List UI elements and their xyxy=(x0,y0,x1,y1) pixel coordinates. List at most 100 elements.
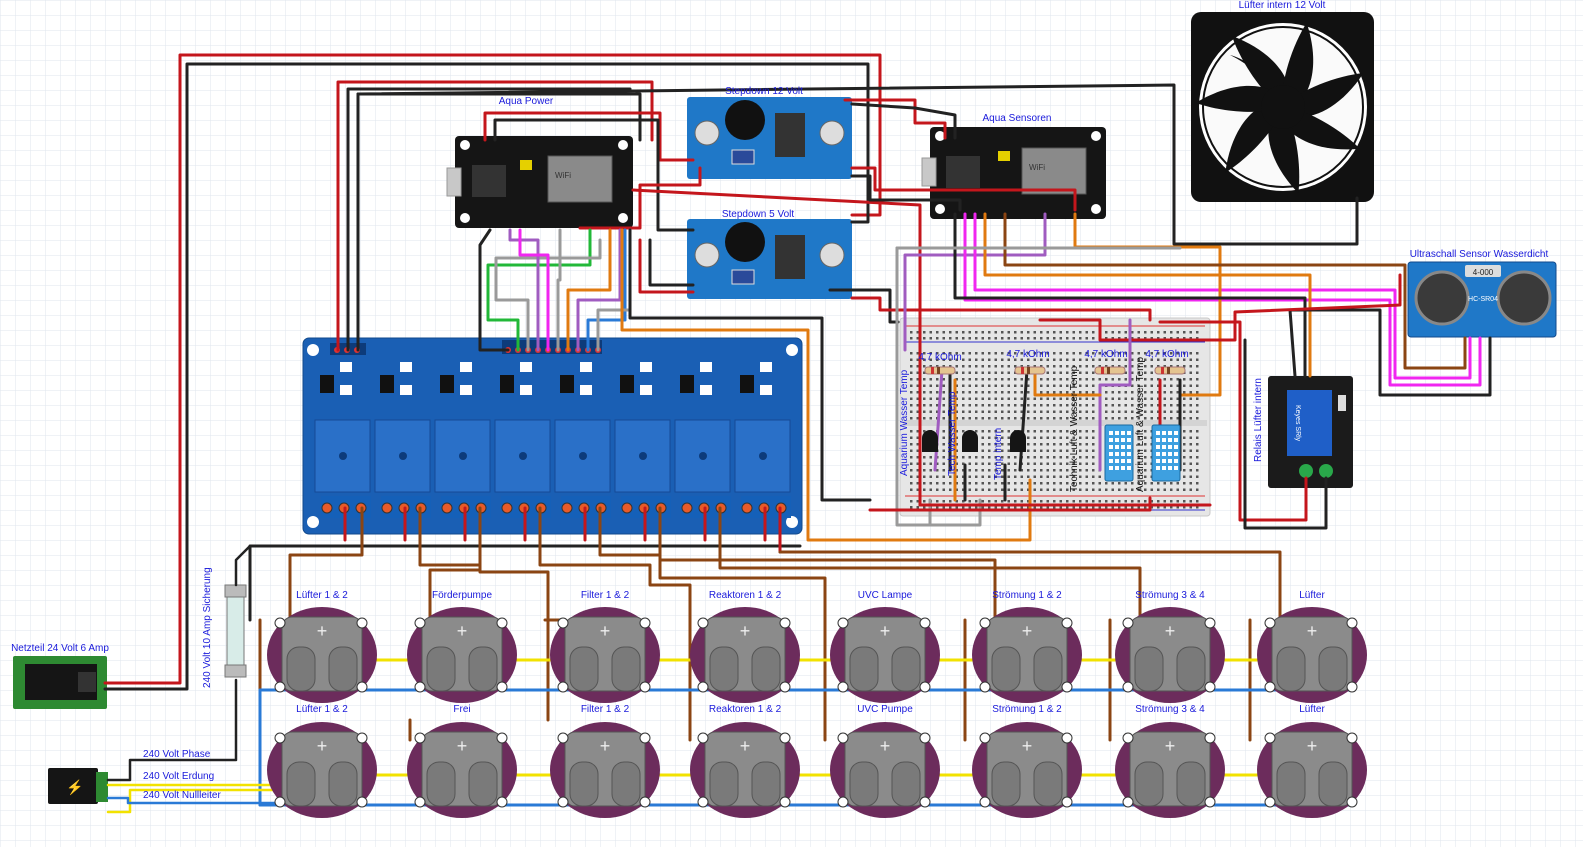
power-socket: + xyxy=(1257,607,1367,703)
wire xyxy=(356,92,642,352)
label-fuse: 240 Volt 10 Amp Sicherung xyxy=(202,567,213,688)
wire xyxy=(953,212,1307,378)
label-erdung: 240 Volt Erdung xyxy=(143,771,214,782)
plus-icon: + xyxy=(317,736,328,756)
socket-label: Lüfter xyxy=(1299,590,1325,601)
wire xyxy=(983,212,1312,378)
svg-text:WiFi: WiFi xyxy=(555,171,571,180)
ultrasonic-chip-label: 4-000 xyxy=(1473,268,1494,277)
wire xyxy=(631,188,922,507)
socket-label: Strömung 1 & 2 xyxy=(992,704,1062,715)
wire xyxy=(1288,308,1492,397)
plus-icon: + xyxy=(1022,736,1033,756)
power-socket: + xyxy=(267,607,377,703)
wire xyxy=(933,368,944,472)
label-resistor-1: 4,7 kOhm xyxy=(918,352,961,363)
power-socket: + xyxy=(550,607,660,703)
power-socket: + xyxy=(1115,722,1225,818)
ultrasonic-sensor-icon xyxy=(1407,261,1557,338)
socket-label: Frei xyxy=(453,704,470,715)
label-stepdown-12v: Stepdown 12 Volt xyxy=(725,86,803,97)
label-netzteil: Netzteil 24 Volt 6 Amp xyxy=(11,643,109,654)
wire xyxy=(850,174,962,212)
power-socket: + xyxy=(550,722,660,818)
wire xyxy=(850,166,1077,212)
power-socket: + xyxy=(690,607,800,703)
wire xyxy=(648,238,695,287)
label-nullleiter: 240 Volt Nullleiter xyxy=(143,790,221,801)
wire xyxy=(628,228,872,502)
mount-hole-icon xyxy=(307,516,319,528)
plus-icon: + xyxy=(600,736,611,756)
plus-icon: + xyxy=(457,736,468,756)
label-aqua-sensoren: Aqua Sensoren xyxy=(983,113,1052,124)
wire xyxy=(103,53,882,685)
socket-label: UVC Pumpe xyxy=(857,704,913,715)
wire xyxy=(895,246,982,527)
power-socket: + xyxy=(407,607,517,703)
wire xyxy=(518,228,550,352)
mount-hole-icon xyxy=(786,344,798,356)
power-socket: + xyxy=(830,607,940,703)
socket-label: Reaktoren 1 & 2 xyxy=(709,704,782,715)
wire xyxy=(638,238,695,294)
stepdown-converter-12v xyxy=(687,97,852,179)
single-relay-module xyxy=(1268,376,1353,488)
plus-icon: + xyxy=(880,621,891,641)
socket-label: Lüfter xyxy=(1299,704,1325,715)
wire xyxy=(1243,338,1328,530)
plus-icon: + xyxy=(317,621,328,641)
label-aquarium-luft: Aquarium Luft & Wasser Temp xyxy=(1135,357,1146,492)
power-sockets: ++++++++++++++++ xyxy=(267,607,1367,818)
mains-plug-icon: ⚡ xyxy=(48,768,108,804)
svg-text:⚡: ⚡ xyxy=(66,779,83,796)
power-socket: + xyxy=(690,722,800,818)
wire xyxy=(1003,212,1467,370)
mount-hole-icon xyxy=(786,516,798,528)
ultrasonic-model-label: HC-SR04 xyxy=(1468,296,1498,303)
label-resistor-2: 4,7 kOhm xyxy=(1006,349,1049,360)
wire xyxy=(556,228,562,352)
label-tech-temp: Tech Wasser Temp xyxy=(947,391,958,476)
socket-label: Filter 1 & 2 xyxy=(581,590,630,601)
esp-board-aqua-sensoren: WiFi xyxy=(921,127,1106,219)
wire xyxy=(106,788,282,814)
wire xyxy=(508,228,540,352)
wire xyxy=(620,228,1032,542)
wire xyxy=(493,118,695,232)
breadboard-components xyxy=(922,366,1186,482)
wire xyxy=(478,506,550,722)
wire xyxy=(478,228,510,352)
label-ultrasonic: Ultraschall Sensor Wasserdicht xyxy=(1410,249,1549,260)
wire xyxy=(586,228,627,352)
wire xyxy=(103,62,870,691)
wire xyxy=(850,102,957,140)
wire xyxy=(918,463,1212,507)
wire xyxy=(1018,368,1029,472)
label-phase: 240 Volt Phase xyxy=(143,749,211,760)
label-aquarium-temp: Aquarium Wasser Temp xyxy=(899,369,910,476)
power-supply-24v xyxy=(13,656,107,709)
wire xyxy=(106,796,282,805)
wire xyxy=(868,496,1152,512)
wire xyxy=(346,87,632,352)
power-socket: + xyxy=(972,722,1082,818)
relay-board-8ch xyxy=(302,337,803,535)
socket-label: Lüfter 1 & 2 xyxy=(296,704,348,715)
power-socket: + xyxy=(830,722,940,818)
relay-chip-label: Keyes SRly xyxy=(1294,405,1301,442)
power-socket: + xyxy=(1115,607,1225,703)
wire xyxy=(336,80,654,352)
label-technik-luft: Technik Luft & Wasser Temp xyxy=(1069,365,1080,492)
wire xyxy=(778,550,1282,622)
wire xyxy=(1038,273,1402,342)
wire xyxy=(850,296,1152,322)
plus-icon: + xyxy=(880,736,891,756)
fan-icon xyxy=(1191,12,1374,202)
wire xyxy=(1033,368,1102,397)
wire xyxy=(494,238,602,352)
socket-label: Strömung 3 & 4 xyxy=(1135,590,1205,601)
plus-icon: + xyxy=(740,621,751,641)
